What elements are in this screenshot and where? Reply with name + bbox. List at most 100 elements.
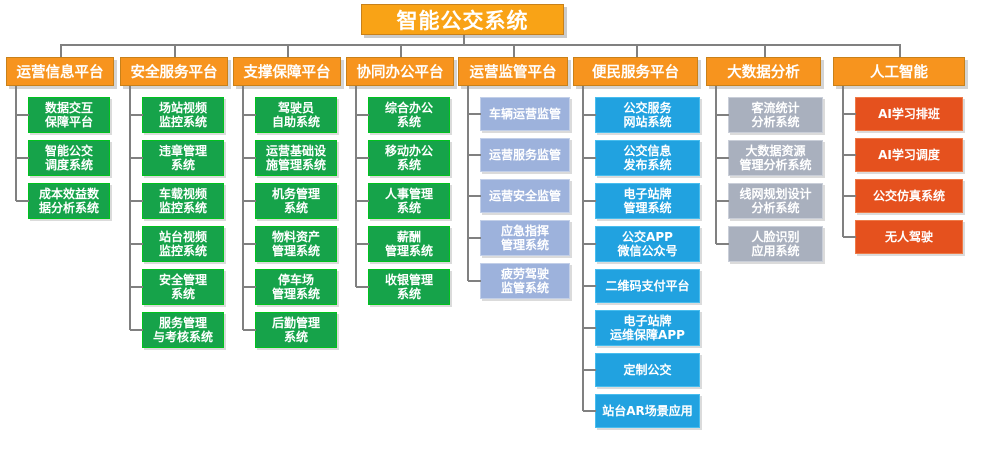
node-label-2-6: 服务管理与考核系统 xyxy=(152,316,213,344)
node-label-7-4: 人脸识别应用系统 xyxy=(751,230,800,258)
node-connector-3-3 xyxy=(243,200,256,202)
column-1: 运营信息平台数据交互保障平台智能公交调度系统成本效益数据分析系统 xyxy=(6,57,114,226)
node-8-4[interactable]: 无人驾驶 xyxy=(843,220,963,254)
column-trunk-2 xyxy=(129,86,131,330)
node-label-8-3: 公交仿真系统 xyxy=(872,189,945,203)
node-4-5[interactable]: 收银管理系统 xyxy=(356,269,450,305)
node-connector-2-1 xyxy=(130,114,143,116)
node-label-5-5: 疲劳驾驶监管系统 xyxy=(500,267,549,295)
column-header-4[interactable]: 协同办公平台 xyxy=(346,57,454,86)
node-connector-4-1 xyxy=(356,114,369,116)
node-7-4[interactable]: 人脸识别应用系统 xyxy=(716,226,823,262)
column-8: 人工智能 AI学习排班 AI学习调度公交仿真系统无人驾驶 xyxy=(833,57,965,261)
node-connector-5-5 xyxy=(468,280,481,282)
column-header-6[interactable]: 便民服务平台 xyxy=(573,57,698,86)
node-4-3[interactable]: 人事管理系统 xyxy=(356,183,450,219)
node-4-2[interactable]: 移动办公系统 xyxy=(356,140,450,176)
node-5-2[interactable]: 运营服务监管 xyxy=(468,138,570,172)
column-2: 安全服务平台场站视频监控系统违章管理系统车载视频监控系统站台视频监控系统安全管理… xyxy=(120,57,228,355)
node-3-6[interactable]: 后勤管理系统 xyxy=(243,312,337,348)
node-connector-2-6 xyxy=(130,329,143,331)
node-label-3-3: 机务管理系统 xyxy=(271,187,320,215)
node-3-4[interactable]: 物料资产管理系统 xyxy=(243,226,337,262)
node-6-3[interactable]: 电子站牌管理系统 xyxy=(583,183,700,219)
node-label-7-3: 线网规划设计分析系统 xyxy=(739,187,812,215)
node-label-1-2: 智能公交调度系统 xyxy=(44,144,93,172)
node-label-4-1: 综合办公系统 xyxy=(384,101,433,129)
node-5-1[interactable]: 车辆运营监管 xyxy=(468,97,570,131)
node-6-7[interactable]: 定制公交 xyxy=(583,353,700,387)
node-connector-4-4 xyxy=(356,243,369,245)
node-connector-4-2 xyxy=(356,157,369,159)
column-header-7[interactable]: 大数据分析 xyxy=(706,57,821,86)
node-label-8-2: AI学习调度 xyxy=(878,148,940,162)
node-1-1[interactable]: 数据交互保障平台 xyxy=(16,97,110,133)
header-drop-3 xyxy=(287,44,289,57)
root-stem xyxy=(462,35,465,44)
node-6-6[interactable]: 电子站牌运维保障APP xyxy=(583,310,700,346)
node-label-6-3: 电子站牌管理系统 xyxy=(623,187,672,215)
node-connector-7-1 xyxy=(716,114,729,116)
column-header-3[interactable]: 支撑保障平台 xyxy=(233,57,341,86)
node-connector-2-2 xyxy=(130,157,143,159)
node-5-4[interactable]: 应急指挥管理系统 xyxy=(468,220,570,256)
node-2-4[interactable]: 站台视频监控系统 xyxy=(130,226,224,262)
column-header-1[interactable]: 运营信息平台 xyxy=(6,57,114,86)
node-7-2[interactable]: 大数据资源管理分析系统 xyxy=(716,140,823,176)
node-8-1[interactable]: AI学习排班 xyxy=(843,97,963,131)
node-6-1[interactable]: 公交服务网站系统 xyxy=(583,97,700,133)
column-7: 大数据分析客流统计分析系统大数据资源管理分析系统线网规划设计分析系统人脸识别应用… xyxy=(706,57,823,269)
node-label-3-5: 停车场管理系统 xyxy=(271,273,320,301)
node-connector-6-7 xyxy=(583,369,596,371)
node-8-3[interactable]: 公交仿真系统 xyxy=(843,179,963,213)
node-5-5[interactable]: 疲劳驾驶监管系统 xyxy=(468,263,570,299)
column-children-2: 场站视频监控系统违章管理系统车载视频监控系统站台视频监控系统安全管理系统服务管理… xyxy=(120,86,228,348)
column-trunk-5 xyxy=(467,86,469,281)
node-connector-2-4 xyxy=(130,243,143,245)
node-2-3[interactable]: 车载视频监控系统 xyxy=(130,183,224,219)
column-3: 支撑保障平台驾驶员自助系统运营基础设施管理系统机务管理系统物料资产管理系统停车场… xyxy=(233,57,341,355)
column-children-1: 数据交互保障平台智能公交调度系统成本效益数据分析系统 xyxy=(6,86,114,219)
node-3-3[interactable]: 机务管理系统 xyxy=(243,183,337,219)
node-label-5-2: 运营服务监管 xyxy=(488,148,561,162)
node-label-1-1: 数据交互保障平台 xyxy=(44,101,93,129)
node-2-1[interactable]: 场站视频监控系统 xyxy=(130,97,224,133)
node-1-2[interactable]: 智能公交调度系统 xyxy=(16,140,110,176)
node-2-2[interactable]: 违章管理系统 xyxy=(130,140,224,176)
column-header-5[interactable]: 运营监管平台 xyxy=(458,57,568,86)
node-3-2[interactable]: 运营基础设施管理系统 xyxy=(243,140,337,176)
node-connector-3-1 xyxy=(243,114,256,116)
node-connector-6-1 xyxy=(583,114,596,116)
node-connector-5-4 xyxy=(468,237,481,239)
node-6-2[interactable]: 公交信息发布系统 xyxy=(583,140,700,176)
node-6-5[interactable]: 二维码支付平台 xyxy=(583,269,700,303)
node-4-4[interactable]: 薪酬管理系统 xyxy=(356,226,450,262)
node-connector-2-5 xyxy=(130,286,143,288)
node-label-8-1: AI学习排班 xyxy=(878,107,940,121)
column-header-2[interactable]: 安全服务平台 xyxy=(120,57,228,86)
column-trunk-3 xyxy=(242,86,244,330)
node-3-5[interactable]: 停车场管理系统 xyxy=(243,269,337,305)
node-5-3[interactable]: 运营安全监管 xyxy=(468,179,570,213)
node-6-8[interactable]: 站台AR场景应用 xyxy=(583,394,700,428)
node-3-1[interactable]: 驾驶员自助系统 xyxy=(243,97,337,133)
node-label-5-4: 应急指挥管理系统 xyxy=(500,224,549,252)
node-label-4-2: 移动办公系统 xyxy=(384,144,433,172)
node-2-5[interactable]: 安全管理系统 xyxy=(130,269,224,305)
node-label-4-3: 人事管理系统 xyxy=(384,187,433,215)
node-7-1[interactable]: 客流统计分析系统 xyxy=(716,97,823,133)
header-drop-6 xyxy=(635,44,638,57)
node-2-6[interactable]: 服务管理与考核系统 xyxy=(130,312,224,348)
node-8-2[interactable]: AI学习调度 xyxy=(843,138,963,172)
column-header-8[interactable]: 人工智能 xyxy=(833,57,965,86)
node-connector-3-2 xyxy=(243,157,256,159)
node-7-3[interactable]: 线网规划设计分析系统 xyxy=(716,183,823,219)
node-1-3[interactable]: 成本效益数据分析系统 xyxy=(16,183,110,219)
column-trunk-4 xyxy=(355,86,357,287)
node-label-6-6: 电子站牌运维保障APP xyxy=(610,314,685,342)
node-connector-4-3 xyxy=(356,200,369,202)
node-4-1[interactable]: 综合办公系统 xyxy=(356,97,450,133)
